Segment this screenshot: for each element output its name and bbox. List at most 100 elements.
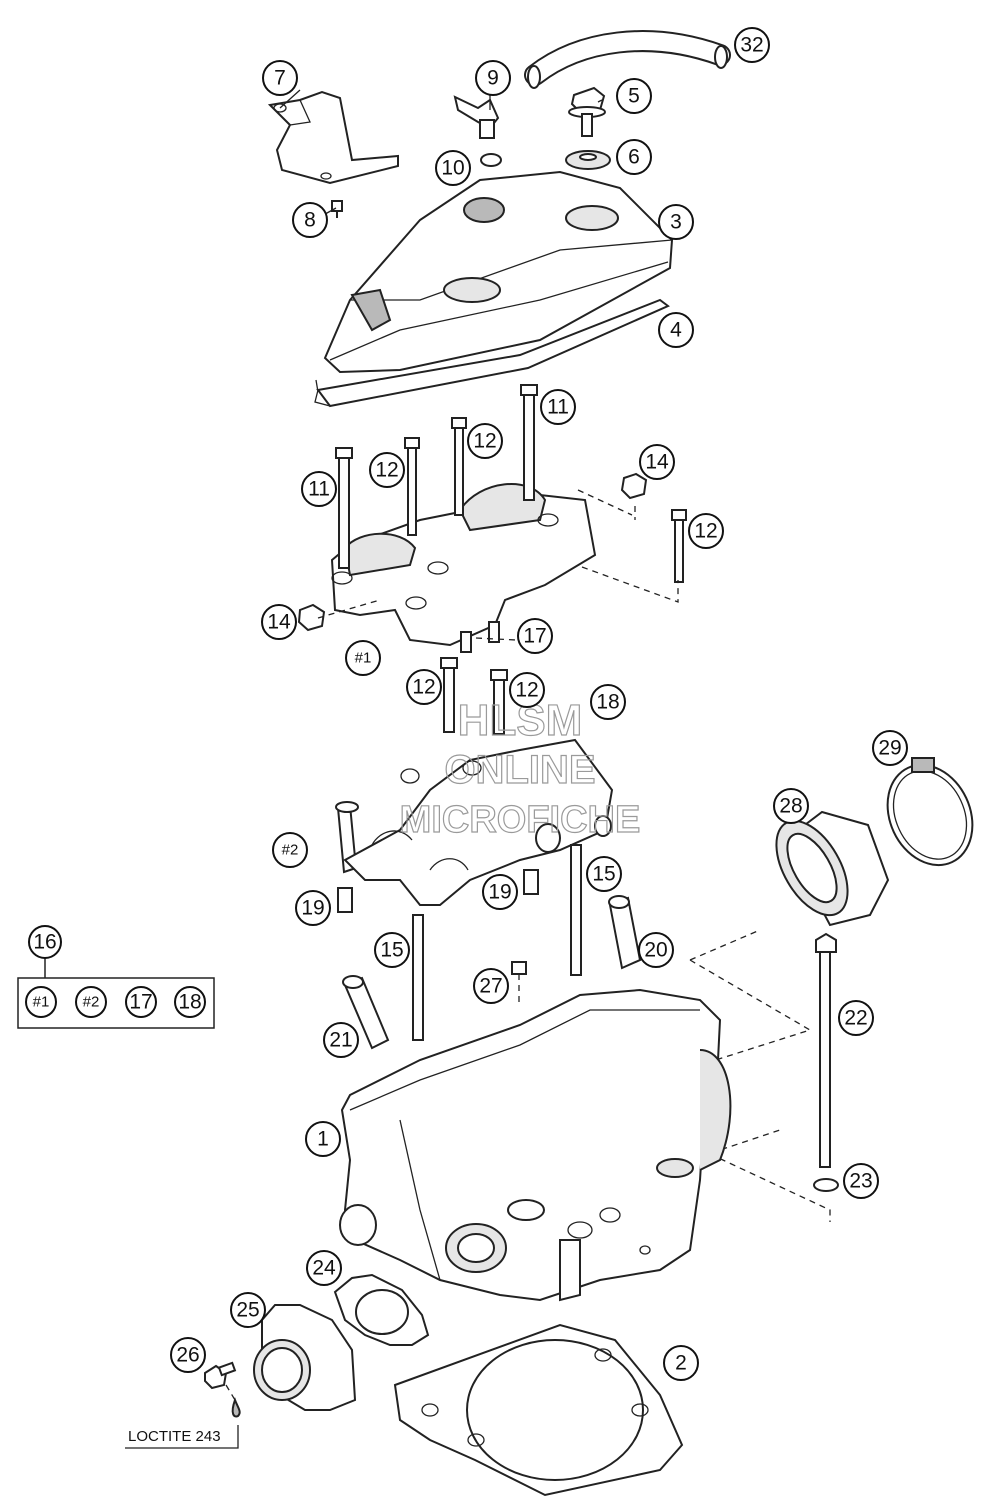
svg-text:15: 15 [592,863,615,886]
callout-3: 3 [658,204,694,240]
callout-18: 18 [590,684,626,720]
svg-text:17: 17 [523,625,546,648]
svg-text:MICROFICHE: MICROFICHE [400,799,641,841]
svg-text:#2: #2 [83,994,100,1011]
callout-21: 21 [323,1022,359,1058]
callout-16: 16 [28,925,62,959]
svg-text:16: 16 [33,931,56,954]
callout-15a: 15 [586,856,622,892]
svg-text:12: 12 [694,520,717,543]
rocker-arm-assembly [335,657,614,906]
svg-text:#2: #2 [282,842,299,859]
callout-10: 10 [435,150,471,186]
svg-text:25: 25 [236,1299,259,1322]
nut-14b [297,603,326,632]
callout-11b: 11 [540,389,576,425]
svg-text:18: 18 [596,691,619,714]
cylinder-head-gasket [393,1323,684,1497]
callout-12e: 12 [509,672,545,708]
svg-text:28: 28 [779,795,802,818]
svg-text:#1: #1 [355,650,372,667]
callout-20: 20 [638,932,674,968]
svg-text:4: 4 [670,319,682,342]
callout-28: 28 [773,788,809,824]
svg-text:7: 7 [274,67,286,90]
watermark: HLSM ONLINE MICROFICHE [399,695,641,841]
svg-text:2: 2 [675,1352,687,1375]
dowel-17a [460,631,472,653]
callout-32: 32 [734,27,770,63]
hose-clamp [886,757,974,867]
fitting-9 [453,95,500,139]
callout-1: 1 [305,1121,341,1157]
screw-27 [511,961,527,1005]
svg-text:6: 6 [628,146,640,169]
callout-2: 2 [663,1345,699,1381]
callout-29: 29 [872,730,908,766]
callout-23: 23 [843,1163,879,1199]
o-ring-10 [480,153,502,167]
svg-text:26: 26 [176,1344,199,1367]
svg-text:12: 12 [515,679,538,702]
exhaust-gasket [333,1273,430,1346]
svg-text:19: 19 [301,897,324,920]
svg-text:14: 14 [267,611,291,634]
svg-text:11: 11 [547,396,569,419]
callout-24: 24 [306,1250,342,1286]
svg-text:5: 5 [628,85,640,108]
intake-boot [775,810,890,927]
cylinder-head [339,988,732,1302]
svg-text:3: 3 [670,211,682,234]
screw-26 [204,1361,241,1418]
callout-4: 4 [658,312,694,348]
svg-text:21: 21 [329,1029,352,1052]
bolts-11-12 [335,384,687,583]
svg-text:8: 8 [304,209,316,232]
bolt-22 [815,932,837,1168]
callout-15b: 15 [374,932,410,968]
svg-text:20: 20 [644,939,667,962]
callout-7: 7 [262,60,298,96]
kit-item-18: 18 [174,986,206,1018]
bolt-5 [568,86,606,137]
stud-15b [570,844,582,976]
svg-text:22: 22 [844,1007,867,1030]
svg-text:24: 24 [312,1257,336,1280]
svg-text:12: 12 [375,459,398,482]
callout-14a: 14 [639,444,675,480]
callout-9: 9 [475,60,511,96]
stud-15a [412,914,424,1041]
callout-8: 8 [292,202,328,238]
svg-text:11: 11 [308,478,330,501]
svg-text:14: 14 [645,451,669,474]
callout-22: 22 [838,1000,874,1036]
kit-item-2: #2 [75,986,107,1018]
loctite-underline [125,1425,239,1449]
svg-text:ONLINE: ONLINE [444,748,595,792]
svg-text:23: 23 [849,1170,872,1193]
svg-text:9: 9 [487,67,499,90]
nut-14a [620,472,648,500]
svg-text:17: 17 [129,991,152,1014]
callout-12b: 12 [467,423,503,459]
callout-12d: 12 [406,669,442,705]
callout-sub-2: #2 [272,832,308,868]
svg-text:19: 19 [488,881,511,904]
valve-cover [323,170,674,374]
callout-12c: 12 [688,513,724,549]
valve-guide-20 [608,895,642,970]
svg-text:10: 10 [441,157,464,180]
callout-26: 26 [170,1337,206,1373]
dowel-17b [488,621,500,643]
svg-text:#1: #1 [33,994,50,1011]
grommet-6 [565,150,611,170]
kit-item-17: 17 [125,986,157,1018]
valve-guide-21 [342,975,390,1050]
callout-12a: 12 [369,452,405,488]
washer-23 [813,1178,839,1192]
svg-text:1: 1 [317,1128,329,1151]
dowel-19a [337,887,353,913]
svg-text:18: 18 [178,991,201,1014]
callout-19b: 19 [482,874,518,910]
